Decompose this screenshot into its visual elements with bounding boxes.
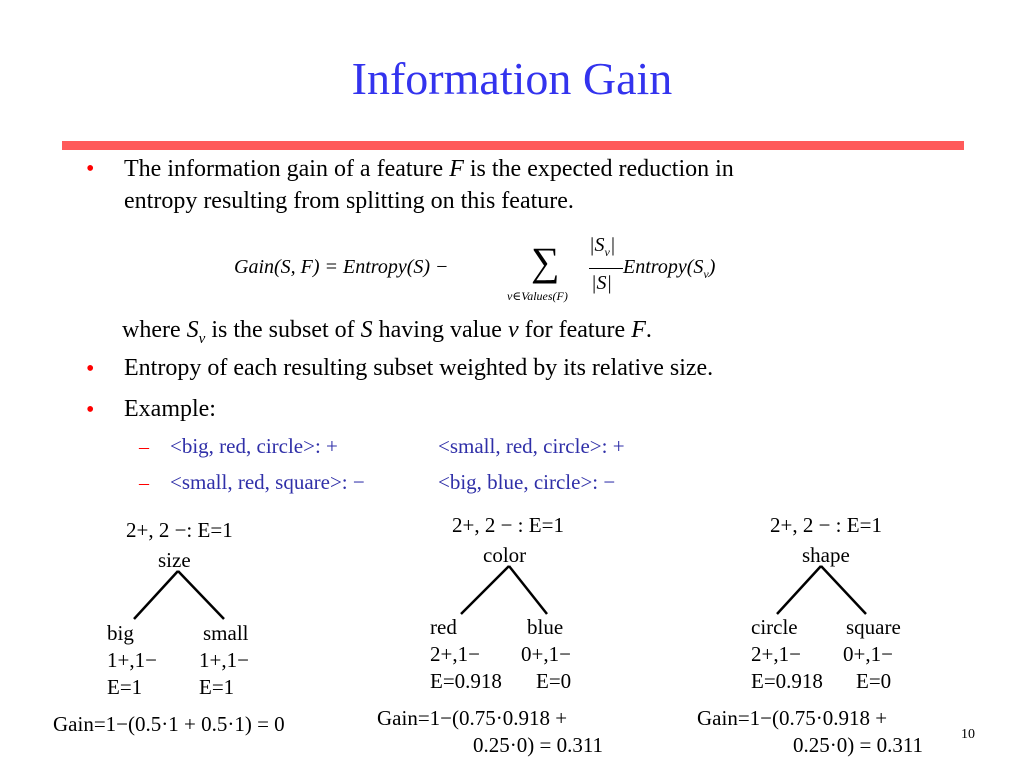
color-right-branch bbox=[508, 565, 548, 615]
summation-index: v∈Values(F) bbox=[507, 289, 568, 303]
bullet-2-text: Entropy of each resulting subset weighte… bbox=[124, 355, 714, 381]
bullet-1-line-1: The information gain of a feature F is t… bbox=[124, 156, 734, 182]
shape-left-branch bbox=[776, 565, 822, 615]
example-1-right: <small, red, circle>: + bbox=[438, 434, 625, 458]
size-left-node: big 1+,1− E=1 bbox=[107, 621, 157, 699]
shape-tree-root: 2+, 2 − : E=1 bbox=[770, 513, 882, 537]
bullet-icon: • bbox=[86, 356, 95, 382]
example-2-right: <big, blue, circle>: − bbox=[438, 470, 616, 494]
bullet-1-text: The information gain of a feature F is t… bbox=[124, 153, 734, 217]
bullet-icon: • bbox=[86, 156, 95, 182]
color-left-branch bbox=[460, 565, 510, 615]
bullet-1-line-2: entropy resulting from splitting on this… bbox=[124, 188, 574, 214]
size-right-node: small 1+,1− E=1 bbox=[199, 621, 249, 699]
fraction-bar bbox=[589, 268, 623, 269]
shape-right-branch bbox=[820, 565, 867, 615]
color-left-node: red 2+,1− E=0.918 bbox=[430, 615, 502, 693]
color-right-node: blue 0+,1− E=0 bbox=[521, 615, 572, 693]
summation-symbol: ∑ bbox=[531, 239, 560, 284]
slide-title: Information Gain bbox=[351, 53, 673, 104]
slide-number: 10 bbox=[961, 727, 975, 742]
color-tree-root: 2+, 2 − : E=1 bbox=[452, 513, 564, 537]
fraction-denominator: |S| bbox=[591, 272, 612, 294]
gain-formula-rhs: Entropy(Sv) bbox=[623, 256, 716, 281]
shape-gain: Gain=1−(0.75·0.918 + 0.25·0) = 0.311 bbox=[697, 706, 924, 757]
color-tree-feature: color bbox=[483, 543, 527, 567]
size-left-branch bbox=[133, 570, 179, 620]
bullet-3-text: Example: bbox=[124, 396, 216, 422]
shape-right-node: square 0+,1− E=0 bbox=[843, 615, 901, 693]
shape-left-node: circle 2+,1− E=0.918 bbox=[751, 615, 823, 693]
title-divider bbox=[62, 141, 964, 150]
example-2-left: <small, red, square>: − bbox=[170, 470, 365, 494]
color-gain: Gain=1−(0.75·0.918 + 0.25·0) = 0.311 bbox=[377, 706, 604, 757]
size-gain: Gain=1−(0.5·1 + 0.5·1) = 0 bbox=[53, 712, 285, 736]
shape-tree-feature: shape bbox=[802, 543, 850, 567]
dash-icon: – bbox=[139, 472, 149, 494]
size-tree-root: 2+, 2 −: E=1 bbox=[126, 518, 233, 542]
size-right-branch bbox=[177, 570, 225, 620]
where-line: where Sv is the subset of S having value… bbox=[122, 317, 652, 347]
example-1-left: <big, red, circle>: + bbox=[170, 434, 338, 458]
dash-icon: – bbox=[139, 436, 149, 458]
gain-formula-lhs: Gain(S, F) = Entropy(S) − bbox=[234, 256, 449, 278]
fraction-numerator: |Sv| bbox=[589, 234, 616, 259]
bullet-icon: • bbox=[86, 397, 95, 423]
size-tree-feature: size bbox=[158, 548, 191, 572]
